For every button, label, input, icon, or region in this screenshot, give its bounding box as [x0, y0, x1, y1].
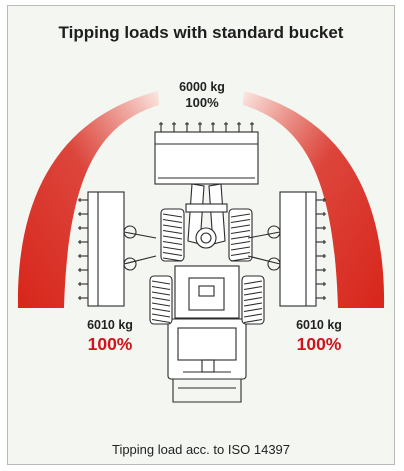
left-tipping-arc — [17, 91, 159, 308]
front-bucket-icon — [154, 122, 259, 185]
label-right-position: 6010 kg 100% — [269, 318, 369, 355]
right-percent: 100% — [296, 334, 342, 354]
footnote: Tipping load acc. to ISO 14397 — [111, 442, 291, 457]
loader-diagram — [17, 91, 385, 403]
front-percent: 100% — [185, 95, 219, 110]
rear-body — [167, 265, 247, 403]
diagram-panel: Tipping loads with standard bucket — [7, 5, 395, 465]
left-percent: 100% — [87, 334, 133, 354]
front-load: 6000 kg — [179, 80, 225, 94]
left-load: 6010 kg — [87, 318, 133, 332]
boom-arms — [185, 183, 228, 249]
front-wheels — [160, 208, 253, 262]
right-bucket-icon — [247, 191, 326, 307]
right-tipping-arc — [243, 91, 385, 308]
rear-wheels — [149, 275, 265, 325]
diagram-title: Tipping loads with standard bucket — [58, 23, 344, 42]
label-left-position: 6010 kg 100% — [60, 318, 160, 355]
label-front-position: 6000 kg 100% — [152, 80, 252, 111]
left-bucket-icon — [78, 191, 157, 307]
right-load: 6010 kg — [296, 318, 342, 332]
wheel-loader-icon — [78, 122, 326, 403]
